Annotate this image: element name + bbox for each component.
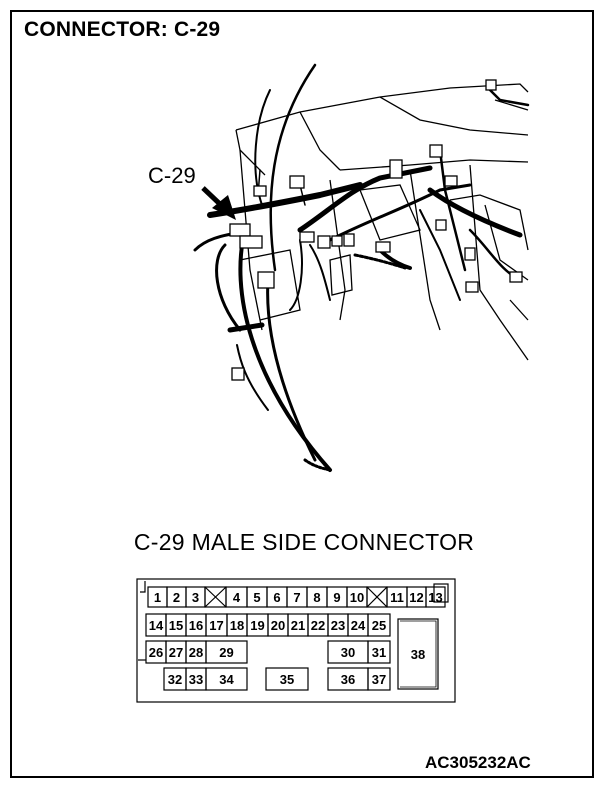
pin-label: 33 [189,672,203,687]
pin-label: 8 [313,590,320,605]
pin-label: 24 [351,618,366,633]
pin-label: 18 [230,618,244,633]
dashboard-outline [235,83,529,361]
pin-label: 16 [189,618,203,633]
wire-harness [193,63,530,472]
figure-id: AC305232AC [425,753,531,772]
connector-callout-label: C-29 [148,163,196,188]
pin-label: 27 [169,645,183,660]
pin-cavity [205,667,248,691]
pin-label: 20 [271,618,285,633]
pin-label: 37 [372,672,386,687]
pin-label: 2 [173,590,180,605]
pin-label: 31 [372,645,386,660]
pin-label: 4 [233,590,241,605]
pin-label: 28 [189,645,203,660]
pin-cavity [367,667,391,691]
pin-cavity [265,667,309,691]
pin-label: 35 [280,672,294,687]
pin-label: 19 [250,618,264,633]
pin-label: 14 [149,618,164,633]
pin-label: 1 [154,590,161,605]
pin-label: 21 [291,618,305,633]
pin-label: 10 [350,590,364,605]
connector-view-subtitle: C-29 MALE SIDE CONNECTOR [133,529,475,555]
pin-cavity [425,586,446,608]
pin-label: 29 [219,645,233,660]
pin-label: 23 [331,618,345,633]
connector-body [136,578,456,703]
cavity-cross-line [204,586,227,608]
pin-label: 26 [149,645,163,660]
pin-label: 12 [409,590,423,605]
pin-label: 32 [168,672,182,687]
pin-label: 9 [333,590,340,605]
pin-label: 25 [372,618,386,633]
pin-label: 7 [293,590,300,605]
pin-label: 13 [428,590,442,605]
diagram-frame [10,10,594,778]
large-pin-label: 38 [411,647,425,662]
pin-label: 36 [341,672,355,687]
pin-label: 22 [311,618,325,633]
pin-label: 11 [390,590,404,605]
body-tab [433,583,449,603]
body-notch [140,581,146,593]
harness-connectors [229,79,523,381]
pin-label: 15 [169,618,183,633]
large-pin-housing [397,618,439,690]
pin-label: 6 [273,590,280,605]
callout-arrow [201,186,236,220]
pin-cavity [367,613,391,637]
pin-label: 30 [341,645,355,660]
pin-label: 17 [209,618,223,633]
pin-cavity [205,640,248,664]
page-title: CONNECTOR: C-29 [24,18,221,41]
pin-label: 34 [219,672,234,687]
pin-cavity [367,640,391,664]
cavity-cross-line [366,586,388,608]
large-pin-inner [400,620,437,688]
pin-label: 3 [192,590,199,605]
pin-label: 5 [253,590,260,605]
